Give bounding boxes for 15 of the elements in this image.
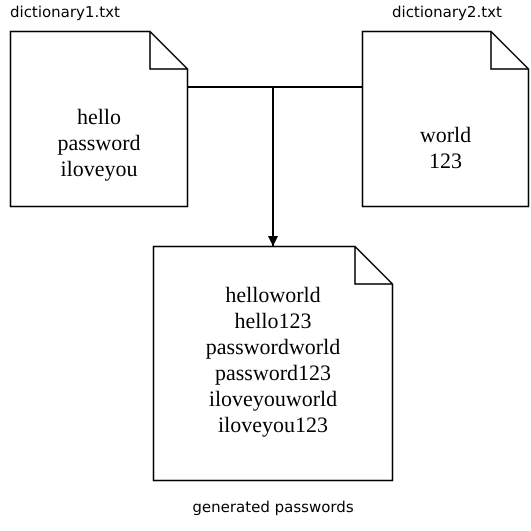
file-text-line: password123 — [214, 360, 332, 386]
file-text-line: password — [57, 130, 141, 156]
file-text-line: helloworld — [225, 282, 321, 308]
file-name-label: generated passwords — [191, 498, 355, 516]
file-text-line: world — [420, 122, 472, 148]
file-text-line: iloveyouworld — [208, 386, 338, 412]
file-text-line: iloveyou — [60, 156, 138, 182]
file-text-line: iloveyou123 — [218, 412, 328, 438]
file-text-line: hello123 — [234, 308, 312, 334]
file-text-line: 123 — [429, 148, 462, 174]
file-text-line: passwordworld — [206, 334, 340, 360]
arrow — [268, 86, 362, 246]
file-text-line: hello — [77, 104, 121, 130]
file-name-label: dictionary2.txt — [392, 3, 502, 21]
file-name-label: dictionary1.txt — [10, 3, 120, 21]
